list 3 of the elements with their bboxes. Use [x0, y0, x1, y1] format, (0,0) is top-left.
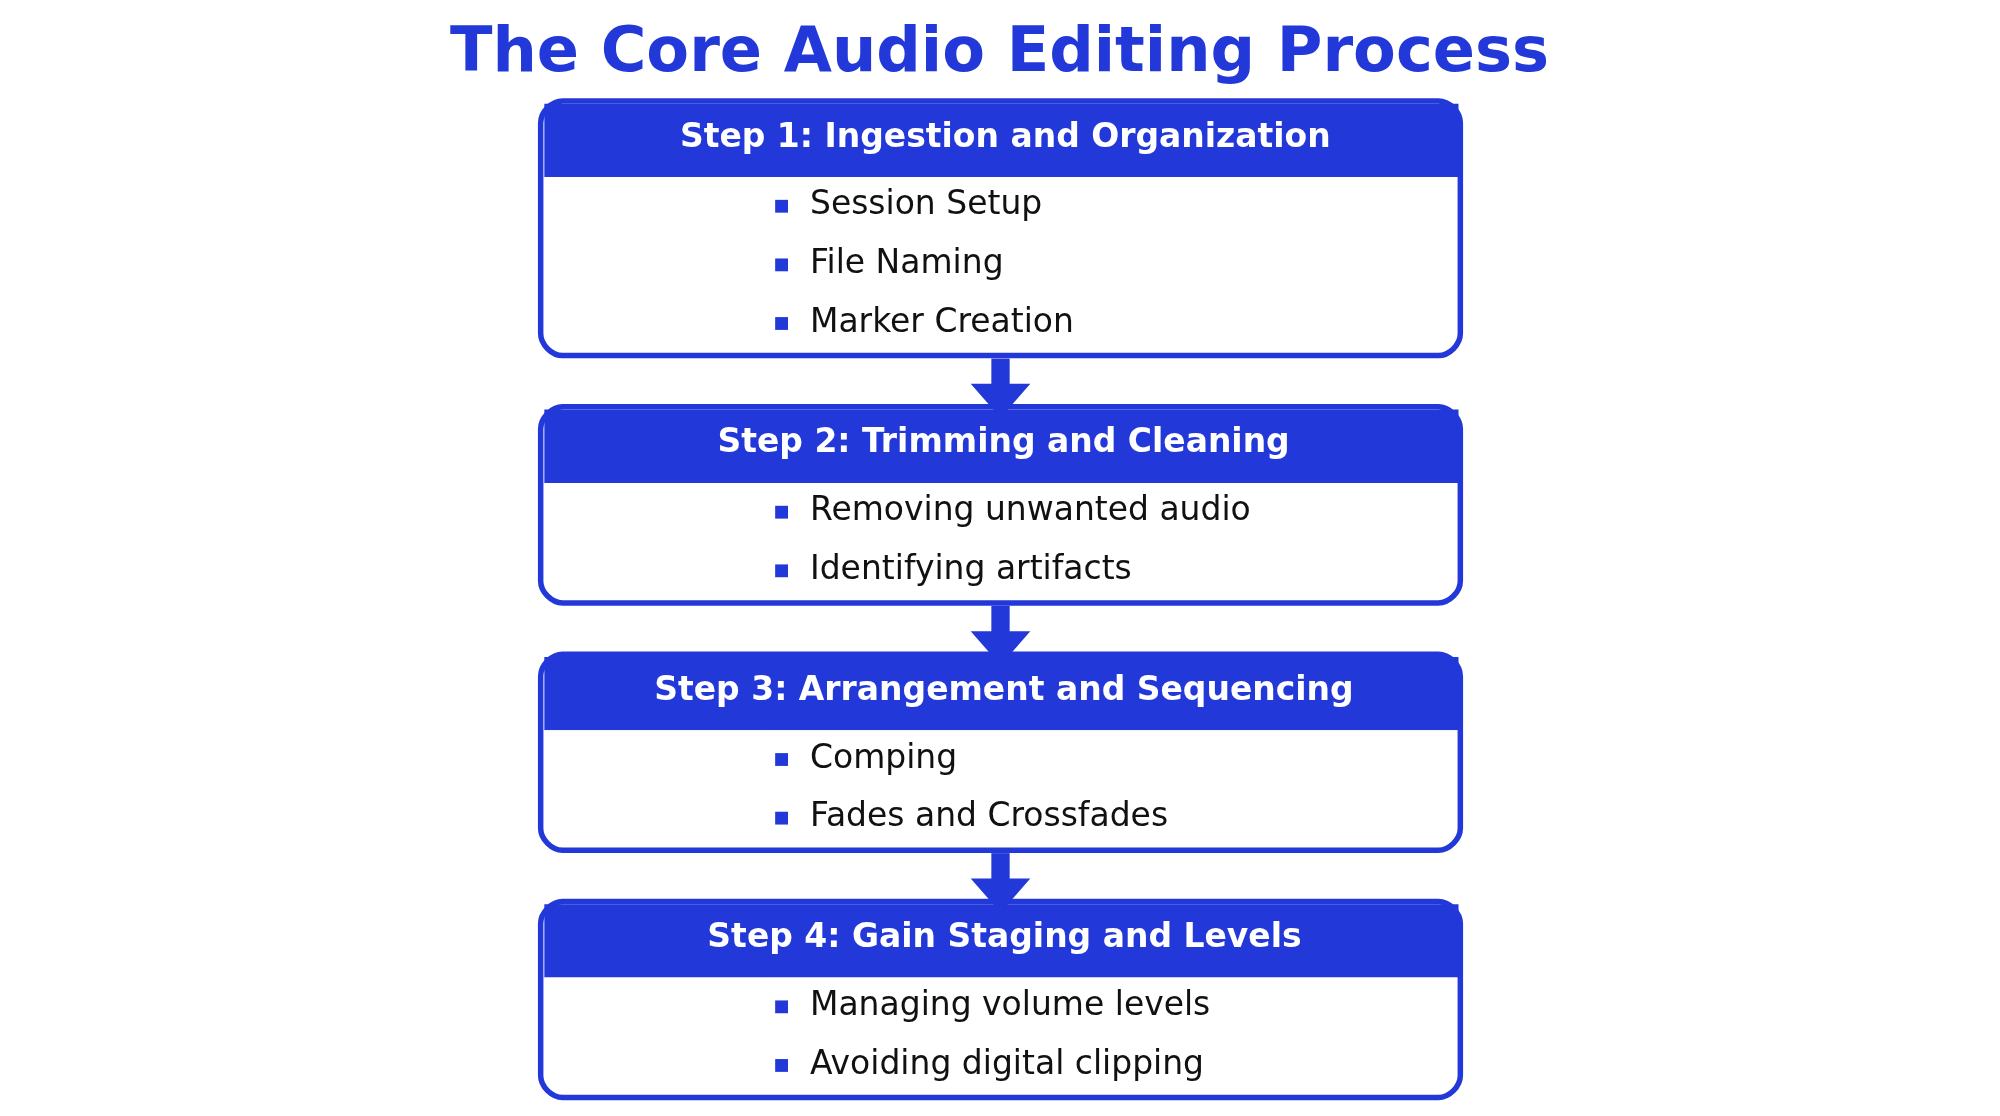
node-box: Step 1: Ingestion and Organization Session Setup File Naming Marker Creation [537, 98, 1463, 359]
node-box: Step 2: Trimming and Cleaning Removing unwanted audio Identifying artifacts [537, 404, 1463, 606]
diagram-title: The Core Audio Editing Process [449, 13, 1549, 87]
